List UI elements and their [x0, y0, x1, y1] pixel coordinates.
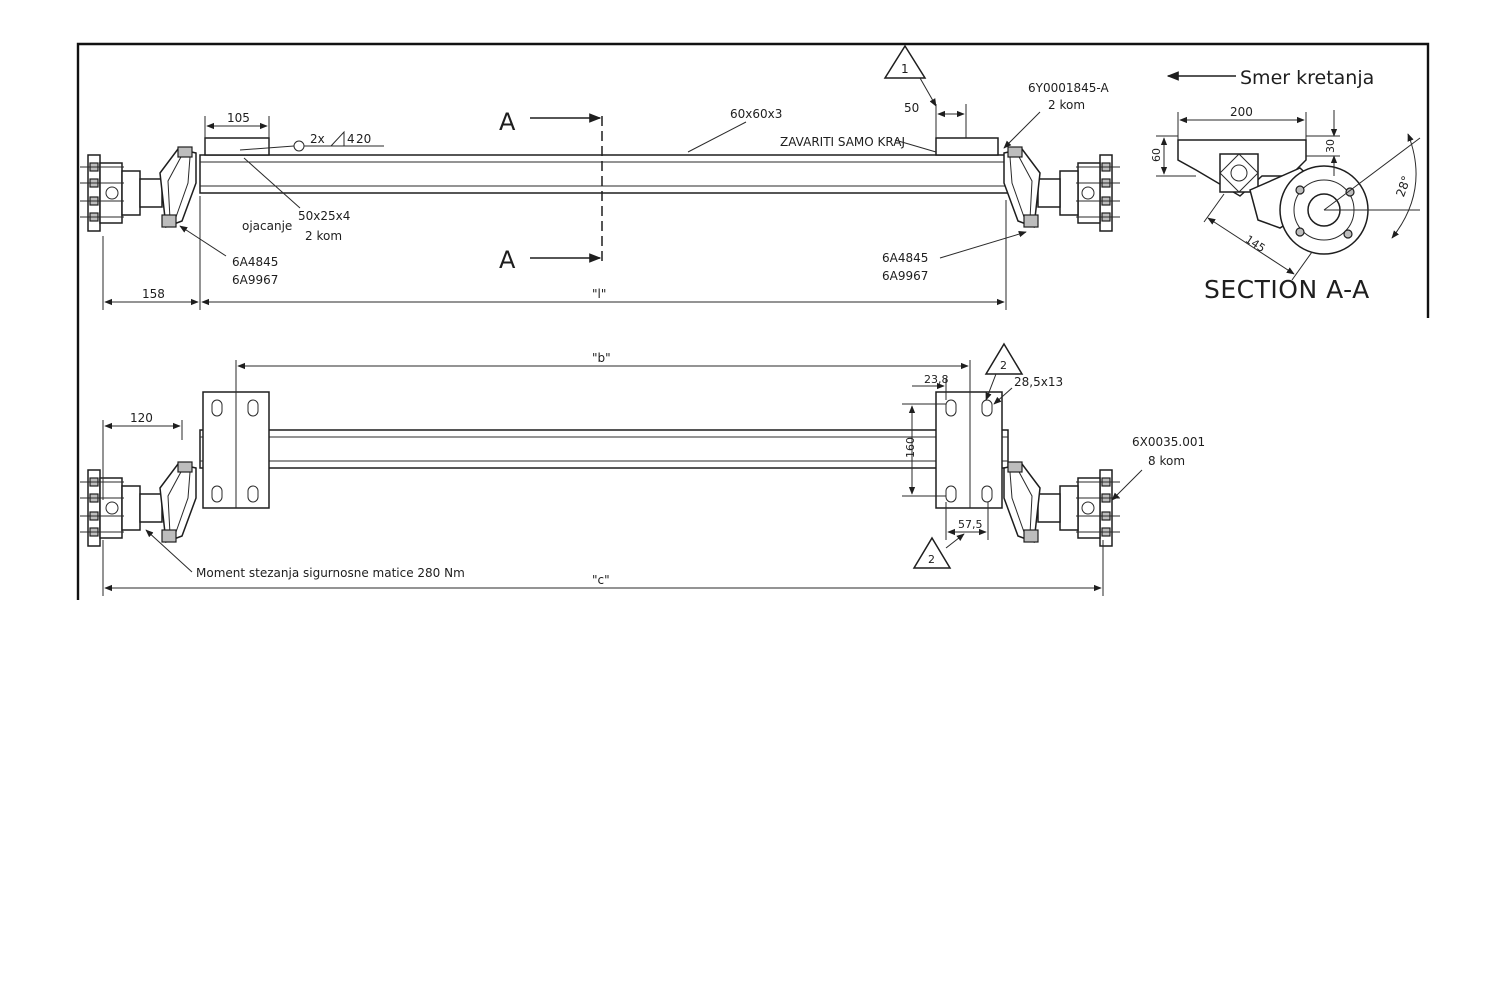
left-part-2: 6A9967	[232, 273, 278, 287]
revision-marker-1-label: 1	[901, 62, 909, 76]
right-part-1: 6A4845	[882, 251, 928, 265]
dimension-b: "b"	[592, 351, 611, 365]
bolt-part-qty: 8 kom	[1148, 454, 1185, 468]
reinforcement-profile: 50x25x4	[298, 209, 350, 223]
reinforcement-plate-right	[935, 137, 999, 156]
wheel-hub-left-top	[79, 146, 197, 232]
wheel-hub-right-top	[1003, 146, 1121, 232]
dimension-50: 50	[904, 101, 919, 115]
revision-marker-2-bottom-label: 2	[928, 553, 935, 566]
section-a-a: Smer kretanja 200 60 30	[1150, 67, 1421, 304]
section-dim-60: 60	[1150, 148, 1163, 162]
weld-size: 4	[347, 132, 355, 146]
slot-size: 28,5x13	[1014, 375, 1063, 389]
section-dim-145: 145	[1243, 233, 1268, 255]
front-view: "b" 2 23,8 28,5x13 120 160 57,5 2 6X0035…	[79, 342, 1205, 596]
revision-marker-2-bottom	[912, 536, 952, 569]
bolt-part-number: 6X0035.001	[1132, 435, 1205, 449]
reinforcement-qty: 2 kom	[305, 229, 342, 243]
left-part-1: 6A4845	[232, 255, 278, 269]
reinforcement-plate-left	[204, 137, 270, 156]
reinforcement-label: ojacanje	[242, 219, 292, 233]
weld-length: 20	[356, 132, 371, 146]
dimension-c: "c"	[592, 573, 610, 587]
dimension-158: 158	[142, 287, 165, 301]
dimension-l: "l"	[592, 287, 606, 301]
section-mark-top: A	[499, 108, 516, 136]
section-dim-200: 200	[1230, 105, 1253, 119]
weld-note: ZAVARITI SAMO KRAJ	[780, 135, 905, 149]
top-view: A A 105 2x 4 20 60x60x3 ZAVARITI SAMO KR…	[79, 44, 1121, 310]
dimension-57-5: 57,5	[958, 518, 983, 531]
weld-count: 2x	[310, 132, 325, 146]
revision-marker-2-top-label: 2	[1000, 359, 1007, 372]
bracket-part-qty: 2 kom	[1048, 98, 1085, 112]
axle-tube-top	[199, 154, 1009, 194]
section-dim-30: 30	[1324, 139, 1337, 153]
torque-note: Moment stezanja sigurnosne matice 280 Nm	[196, 566, 465, 580]
section-title: SECTION A-A	[1204, 275, 1370, 304]
axle-tube-front	[199, 429, 1009, 469]
right-part-2: 6A9967	[882, 269, 928, 283]
dimension-120: 120	[130, 411, 153, 425]
dimension-23-8: 23,8	[924, 373, 949, 386]
revision-marker-2-top	[984, 342, 1024, 375]
wheel-hub-right-front	[1003, 461, 1121, 547]
dimension-105: 105	[227, 111, 250, 125]
tube-profile-label: 60x60x3	[730, 107, 782, 121]
revision-marker-1	[883, 44, 927, 79]
dimension-160: 160	[904, 437, 917, 458]
direction-label: Smer kretanja	[1240, 67, 1374, 89]
section-angle: 28°	[1393, 174, 1413, 199]
bracket-part-number: 6Y0001845-A	[1028, 81, 1109, 95]
section-mark-bottom: A	[499, 246, 516, 274]
wheel-hub-left-front	[79, 461, 197, 547]
